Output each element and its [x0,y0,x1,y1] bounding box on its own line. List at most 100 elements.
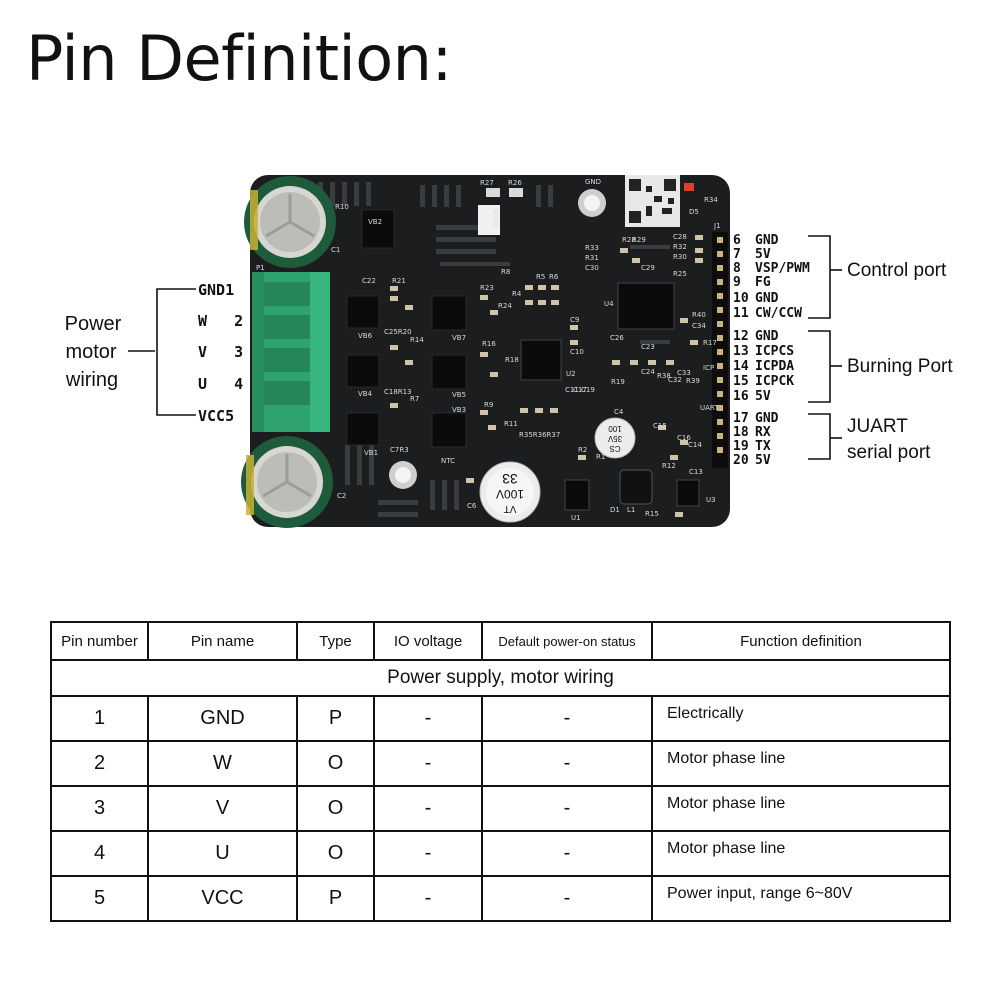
cell-default-status: - [481,785,653,832]
silk-c24: C24 [641,368,655,376]
header-type: Type [296,621,375,661]
silk-r2: R2 [578,446,587,454]
header-io-voltage: IO voltage [373,621,483,661]
table-section-row: Power supply, motor wiring [50,659,951,697]
burning-port-label: Burning Port [847,356,953,377]
silk-r4: R4 [512,290,522,298]
cell-function: Electrically [651,695,951,742]
power-motor-label-1: Power [65,313,122,335]
u4-chip [617,282,675,330]
capacitor-c6: VT 100V 33 [479,461,541,523]
cap-label-cs: CS [609,444,620,453]
silk-r15: R15 [645,510,659,518]
cell-io-voltage: - [373,785,483,832]
qr-code [625,175,680,227]
silk-c34: C34 [692,322,706,330]
silk-r8: R8 [501,268,510,276]
silk-u1: U1 [571,514,581,522]
burning-bracket [808,330,831,403]
passive-components [390,235,703,517]
silk-c4: C4 [614,408,624,416]
pin-label-u4: U 4 [198,375,243,393]
silk-r39: R39 [686,377,700,385]
pin-name-11: CW/CCW [755,306,802,321]
board-figure: VT 100V 33 CS 35V 100 GND R27 R26 R004 V… [65,175,953,528]
silk-l1: L1 [627,506,635,514]
pin-num-13: 13 [733,344,749,359]
silk-c29: C29 [641,264,655,272]
silk-c25r20: C25R20 [384,328,412,336]
silk-c22: C22 [362,277,376,285]
silk-r11: R11 [504,420,518,428]
silk-c26: C26 [610,334,624,342]
silk-vb1: VB1 [364,449,378,457]
cell-pin-number: 4 [50,830,149,877]
silk-r19: R19 [611,378,625,386]
pin-name-15: ICPCK [755,374,794,389]
cell-function: Motor phase line [651,740,951,787]
cap-label-100v: 100V [496,487,524,501]
cell-function: Power input, range 6~80V [651,875,951,922]
inductor [619,469,653,505]
pin-name-16: 5V [755,389,771,404]
shunt-resistor [478,205,500,235]
silk-r25: R25 [673,270,687,278]
pin-name-10: GND [755,291,779,306]
silk-r9: R9 [484,401,493,409]
cell-pin-number: 5 [50,875,149,922]
silk-vb6: VB6 [358,332,373,340]
cap-label-100: 100 [608,424,622,433]
pin-name-20: 5V [755,453,771,468]
silk-r10: R10 [335,203,349,211]
silk-u2: U2 [566,370,576,378]
silk-vb2: VB2 [368,218,382,226]
silk-j1: J1 [713,222,721,230]
pin-num-6: 6 [733,233,741,248]
silk-r35r36r37: R35R36R37 [519,431,560,439]
silk-c15: C15 [653,422,667,430]
pin-num-19: 19 [733,439,749,454]
silk-r26: R26 [508,179,522,187]
pin-label-v3: V 3 [198,343,243,361]
cell-function: Motor phase line [651,830,951,877]
cell-default-status: - [481,830,653,877]
header-pin-number: Pin number [50,621,149,661]
pin-label-gnd1: GND1 [198,281,234,299]
board-illustration: VT 100V 33 CS 35V 100 GND R27 R26 R004 V… [65,175,953,528]
header-default-status: Default power-on status [481,621,653,661]
pin-name-6: GND [755,233,779,248]
silk-c18r13: C18R13 [384,388,412,396]
cell-pin-name: VCC [147,875,298,922]
cell-pin-name: V [147,785,298,832]
pin-num-8: 8 [733,261,741,276]
juart-label: JUART [847,416,908,437]
power-motor-callout: Power motor wiring GND1 W 2 V 3 U 4 VCC5 [65,281,244,425]
silk-r1: R1 [596,453,605,461]
u3-chip [676,479,700,507]
silk-r6: R6 [549,273,559,281]
silk-r40: R40 [692,311,706,319]
silk-c17: C17 [573,386,587,394]
cell-io-voltage: - [373,875,483,922]
cap-label-35v: 35V [607,434,622,443]
silk-c2: C2 [337,492,346,500]
pin-name-13: ICPCS [755,344,794,359]
cell-type: P [296,695,375,742]
pin-num-10: 10 [733,291,749,306]
pin-num-7: 7 [733,247,741,262]
pin-name-17: GND [755,411,779,426]
pin-num-9: 9 [733,275,741,290]
uart-bracket [808,413,831,460]
silk-vb4: VB4 [358,390,373,398]
cap-label-33: 33 [502,471,518,487]
silk-r21: R21 [392,277,406,285]
silk-c6: C6 [467,502,477,510]
terminal-block [252,272,330,432]
silk-r29: R29 [632,236,646,244]
cell-io-voltage: - [373,740,483,787]
silk-r28: R28 [622,236,636,244]
silk-c7r3: C7R3 [390,446,409,454]
silk-d1: D1 [610,506,620,514]
silk-r12: R12 [662,462,676,470]
silk-u4: U4 [604,300,614,308]
